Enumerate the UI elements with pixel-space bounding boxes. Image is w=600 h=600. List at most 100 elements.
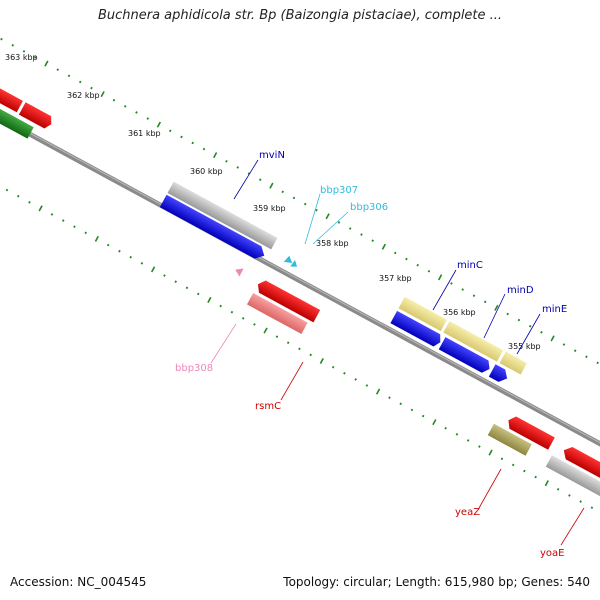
upper-scale-tick [236, 166, 239, 169]
lower-scale-tick [298, 347, 301, 351]
lower-scale-tick [343, 371, 346, 375]
lower-scale-tick [185, 286, 189, 290]
upper-scale-tick [427, 269, 431, 273]
upper-scale-tick [494, 304, 499, 311]
leader-minD [483, 293, 506, 339]
lower-scale-tick [94, 235, 100, 242]
feature-gray-yoaE[interactable] [545, 455, 600, 502]
upper-scale-tick [269, 182, 274, 189]
lower-scale-tick [150, 266, 156, 273]
lower-scale-tick [5, 188, 9, 192]
upper-scale-tick [213, 152, 218, 159]
feature-gray-mviN[interactable] [167, 181, 278, 250]
upper-scale-tick [585, 355, 588, 359]
upper-scale-tick [90, 86, 93, 90]
feature-olive-yeaZ[interactable] [487, 423, 532, 456]
lower-scale-tick [556, 488, 560, 491]
lower-scale-ticks [5, 188, 594, 509]
feature-red-yoaE[interactable] [560, 444, 600, 488]
gene-label-bbp307[interactable]: bbp307 [320, 185, 358, 196]
upper-scale-tick [381, 243, 387, 250]
feature-blue-mviN[interactable] [159, 194, 268, 262]
upper-scale-tick [450, 282, 453, 285]
lower-scale-tick [253, 323, 256, 326]
upper-scale-tick [112, 98, 116, 102]
upper-scale-tick [405, 257, 408, 261]
feature-bbp307[interactable] [283, 255, 295, 266]
upper-scale-tick [348, 227, 352, 230]
gene-label-bbp306[interactable]: bbp306 [350, 202, 388, 213]
lower-scale-tick [219, 304, 222, 308]
feature-blue-minC[interactable] [390, 310, 443, 349]
upper-scale-tick [416, 263, 419, 267]
feature-yellow-minC[interactable] [398, 296, 447, 332]
lower-scale-tick [511, 463, 515, 467]
feature-yellow-minE[interactable] [499, 351, 527, 375]
lower-scale-tick [140, 262, 144, 265]
upper-scale-tick [437, 274, 443, 281]
upper-scale-tick [11, 43, 15, 47]
lower-scale-tick [579, 500, 582, 503]
gene-label-yoaE[interactable]: yoaE [540, 548, 564, 559]
lower-scale-tick [84, 231, 87, 235]
lower-scale-tick [28, 200, 31, 204]
lower-scale-tick [50, 213, 54, 216]
gene-label-rsmC[interactable]: rsmC [255, 401, 281, 412]
feature-bbp306[interactable] [290, 259, 299, 269]
upper-scale-tick [360, 233, 363, 236]
gene-label-minD[interactable]: minD [507, 285, 534, 296]
lower-scale-tick [16, 194, 20, 198]
leader-bbp307 [304, 193, 321, 245]
lower-scale-tick [534, 475, 537, 479]
gene-label-yeaZ[interactable]: yeaZ [455, 507, 480, 518]
lower-scale-tick [488, 449, 493, 456]
upper-scale-tick [67, 74, 71, 78]
upper-scale-tick [180, 135, 183, 139]
lower-scale-tick [309, 353, 312, 357]
genome-backbone [0, 87, 600, 464]
gene-label-minC[interactable]: minC [457, 260, 483, 271]
upper-scale-tick [156, 121, 162, 128]
upper-scale-tick [573, 349, 577, 352]
genome-backbone-highlight [0, 88, 600, 462]
lower-scale-tick [523, 469, 526, 473]
leader-bbp308 [210, 323, 237, 364]
lower-scale-tick [61, 219, 65, 222]
gene-label-minE[interactable]: minE [542, 304, 567, 315]
tick-label-360: 360 kbp [190, 167, 223, 176]
upper-scale-tick [225, 160, 228, 163]
leader-mviN [233, 159, 259, 200]
upper-scale-tick [517, 318, 521, 322]
lower-scale-tick [286, 341, 290, 345]
feature-red-rsmC[interactable] [255, 278, 321, 323]
upper-scale-tick [146, 117, 150, 120]
gene-label-mviN[interactable]: mviN [259, 150, 285, 161]
upper-scale-tick [202, 147, 206, 151]
upper-scale-tick [303, 202, 307, 206]
lower-scale-tick [106, 243, 110, 247]
feature-red-left-2[interactable] [18, 102, 55, 130]
lower-scale-tick [263, 327, 268, 334]
upper-scale-tick [168, 129, 172, 133]
feature-red-left-1[interactable] [0, 85, 23, 113]
upper-scale-tick [258, 178, 262, 181]
tick-label-361: 361 kbp [128, 129, 161, 138]
feature-green-upper[interactable] [0, 101, 34, 139]
lower-scale-tick [375, 388, 381, 395]
feature-bbp308[interactable] [233, 265, 244, 277]
upper-scale-tick [461, 288, 464, 291]
upper-scale-tick [337, 221, 341, 224]
feature-blue-minD[interactable] [438, 337, 493, 375]
gene-label-bbp308[interactable]: bbp308 [175, 363, 213, 374]
upper-scale-tick [281, 190, 284, 194]
feature-red-yeaZ[interactable] [505, 414, 555, 450]
tick-label-362: 362 kbp [67, 91, 100, 100]
upper-scale-tick [562, 343, 566, 346]
upper-scale-tick [506, 312, 509, 316]
feature-blue-minE[interactable] [488, 364, 511, 384]
feature-pink-rsmC[interactable] [246, 293, 308, 335]
lower-scale-tick [455, 433, 459, 436]
leader-bbp306 [312, 211, 349, 245]
feature-yellow-minD[interactable] [443, 321, 504, 362]
gene-labels: mviN bbp307 bbp306 minC minD minE bbp308… [175, 150, 567, 559]
